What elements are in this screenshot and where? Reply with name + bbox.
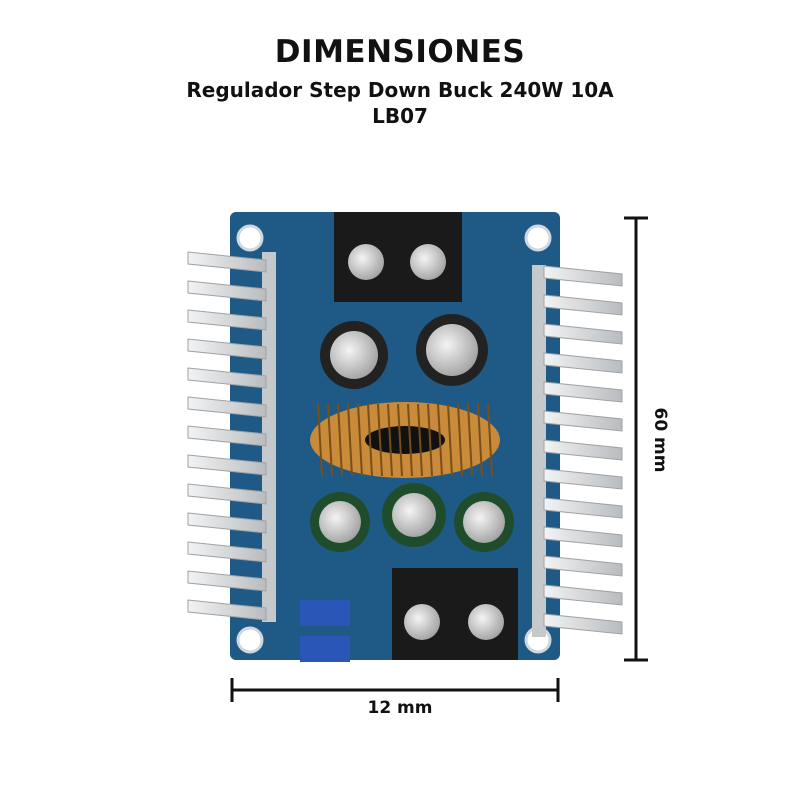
coil-winding (437, 403, 443, 477)
coil-winding (407, 403, 413, 477)
heatsink-fin (543, 410, 623, 432)
coil-winding (367, 403, 373, 477)
coil-winding (427, 403, 433, 477)
mount-hole (236, 626, 264, 654)
heatsink-fin (187, 338, 267, 360)
coil-winding (347, 403, 353, 477)
height-dimension-line (624, 216, 648, 662)
potentiometer (300, 636, 350, 662)
coil-winding (487, 403, 493, 477)
potentiometer (300, 600, 350, 626)
coil-winding (477, 403, 483, 477)
product-model: LB07 (372, 104, 428, 128)
coil-winding (387, 403, 393, 477)
toroid-inductor (310, 402, 500, 478)
heatsink-fin (543, 468, 623, 490)
heatsink-fin (543, 613, 623, 635)
heatsink-fin (187, 541, 267, 563)
terminal-screw (468, 604, 504, 640)
terminal-screw (348, 244, 384, 280)
coil-winding (357, 403, 363, 477)
heatsink-fin (543, 584, 623, 606)
coil-winding (457, 403, 463, 477)
heatsink-fin (187, 425, 267, 447)
heatsink-fin (543, 294, 623, 316)
page-title: DIMENSIONES (274, 34, 526, 70)
heatsink-fin (187, 483, 267, 505)
width-dimension-line (230, 678, 560, 702)
heatsink-fin (187, 599, 267, 621)
width-dimension-label: 12 mm (367, 698, 433, 718)
heatsink-fin (187, 396, 267, 418)
heatsink-fin (187, 251, 267, 273)
heatsink-fin (543, 265, 623, 287)
heatsink-fin (187, 309, 267, 331)
heatsink-fin (543, 555, 623, 577)
input-capacitors (320, 314, 488, 389)
heatsink-fin (543, 352, 623, 374)
heatsink-fin (543, 497, 623, 519)
product-subtitle: Regulador Step Down Buck 240W 10A (186, 78, 614, 102)
coil-winding (337, 403, 343, 477)
output-terminal-block (392, 568, 518, 660)
mount-hole (236, 224, 264, 252)
coil-winding (467, 403, 473, 477)
coil-winding (397, 403, 403, 477)
height-dimension-label: 60 mm (650, 407, 670, 473)
potentiometers (300, 600, 350, 662)
terminal-screw (410, 244, 446, 280)
input-terminal-block (334, 212, 462, 302)
heatsink-fin (543, 381, 623, 403)
coil-winding (377, 403, 383, 477)
heatsink-fin (187, 454, 267, 476)
heatsink-fin (187, 570, 267, 592)
coil-winding (417, 403, 423, 477)
heatsink-fin (187, 280, 267, 302)
heatsink-fin (187, 367, 267, 389)
mount-hole (524, 224, 552, 252)
coil-winding (327, 403, 333, 477)
right-heatsink (532, 265, 623, 637)
coil-winding (317, 403, 323, 477)
heatsink-fin (543, 439, 623, 461)
heatsink-fin (543, 323, 623, 345)
heatsink-fin (543, 526, 623, 548)
heatsink-fin (187, 512, 267, 534)
left-heatsink (187, 251, 276, 622)
coil-winding (447, 403, 453, 477)
output-capacitors (310, 483, 514, 552)
terminal-screw (404, 604, 440, 640)
